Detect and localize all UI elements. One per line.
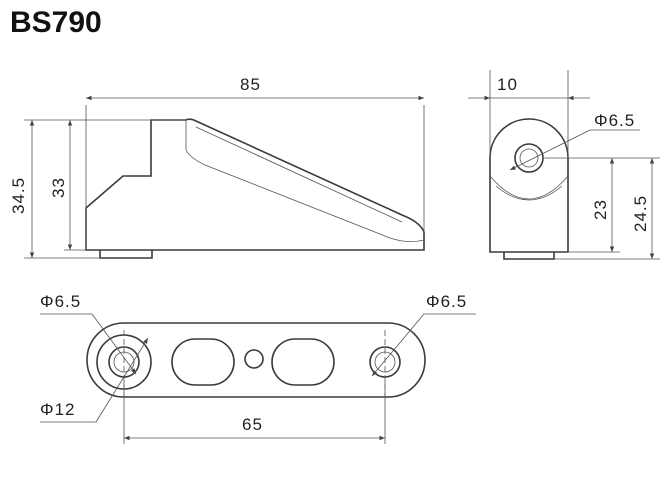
dim-plan-center-distance: 65 [242,415,263,434]
end-view: 10 Φ6.5 23 24.5 [468,70,660,260]
dim-plan-hole-right: Φ6.5 [426,292,467,311]
model-title: BS790 [10,6,102,39]
plan-view-outline [86,322,426,398]
side-view-slope-edge [195,126,403,223]
plan-slot-left [171,338,235,386]
end-view-outline [489,118,569,253]
side-view-foot [99,250,153,259]
end-view-groove [489,175,569,200]
dim-side-width: 85 [240,75,261,94]
dim-end-width: 10 [497,75,518,94]
side-view-slope-inner [185,120,425,242]
dim-side-height: 33 [49,177,68,198]
dim-end-hole: Φ6.5 [594,111,635,130]
plan-view: Φ6.5 Φ12 Φ6.5 65 [40,292,476,444]
side-view: 85 34.5 33 [9,75,425,259]
end-view-hole [514,143,544,173]
dim-plan-hole-left: Φ6.5 [40,292,81,311]
plan-slot-right [271,338,335,386]
dim-plan-boss: Φ12 [40,400,75,419]
plan-center-hole [244,349,264,369]
dim-end-height: 24.5 [631,195,650,232]
dim-side-height-total: 34.5 [9,177,28,214]
end-view-foot [503,252,555,260]
dim-end-hole-center: 23 [591,199,610,220]
